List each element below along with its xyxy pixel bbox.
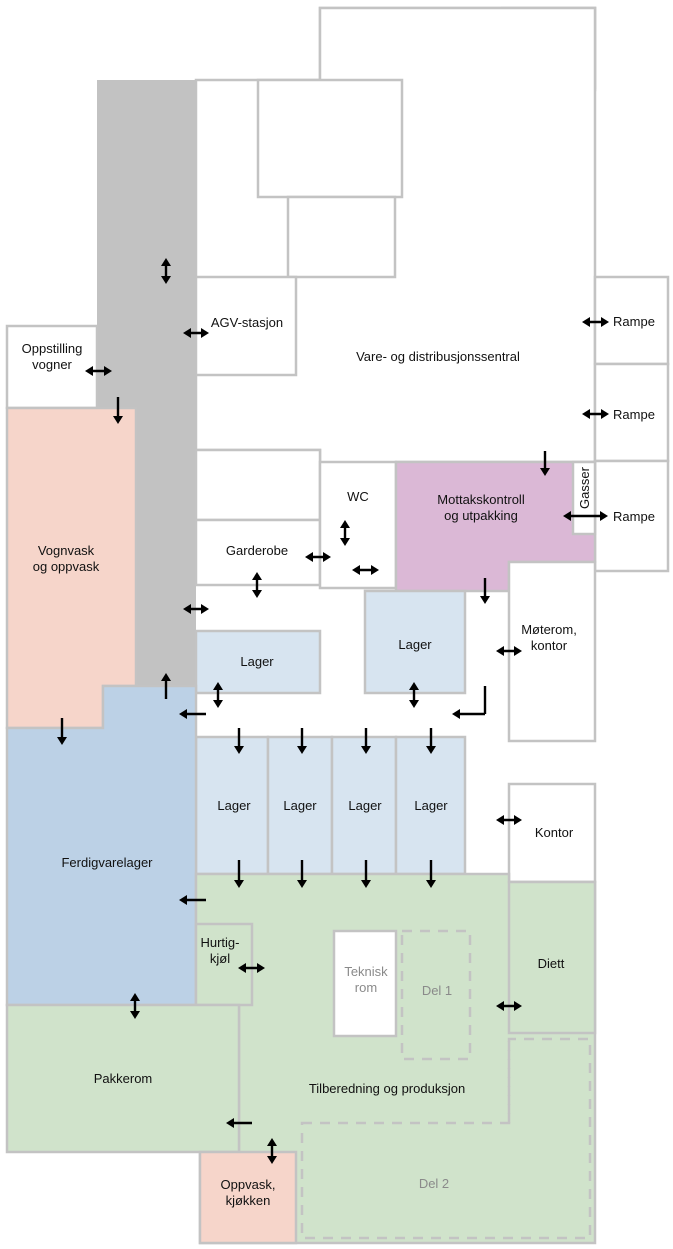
- label-lager-b: Lager: [398, 637, 432, 652]
- label-lager-c3: Lager: [348, 798, 382, 813]
- label-lager-c2: Lager: [283, 798, 317, 813]
- arrow-down-icon: [234, 728, 244, 754]
- double-arrow-horizontal-icon: [183, 328, 209, 338]
- arrow-down-icon: [297, 728, 307, 754]
- room-lager-c4[interactable]: [394, 735, 467, 876]
- arrow-elbow-left-icon: [452, 686, 487, 719]
- room-lager-b[interactable]: [363, 589, 467, 695]
- room-unnamed-white[interactable]: [194, 448, 322, 522]
- label-garderobe: Garderobe: [226, 543, 288, 558]
- arrow-down-icon: [297, 860, 307, 888]
- arrow-down-icon: [426, 728, 436, 754]
- arrow-left-icon: [226, 1118, 252, 1128]
- double-arrow-vertical-icon: [252, 572, 262, 598]
- arrow-down-icon: [361, 728, 371, 754]
- arrow-down-icon: [426, 860, 436, 888]
- double-arrow-horizontal-icon: [352, 565, 379, 575]
- label-rampe-2: Rampe: [613, 407, 655, 422]
- room-ferdigvarelager[interactable]: [5, 684, 198, 1007]
- room-oppvask-kjokken[interactable]: [198, 1150, 298, 1245]
- room-lager-c3[interactable]: [330, 735, 398, 876]
- label-hurtigkjol: Hurtig-kjøl: [200, 935, 239, 966]
- arrow-down-icon: [361, 860, 371, 888]
- arrow-left-icon: [179, 895, 206, 905]
- double-arrow-horizontal-icon: [305, 552, 331, 562]
- label-agv: AGV-stasjon: [211, 315, 283, 330]
- double-arrow-vertical-icon: [130, 993, 140, 1019]
- room-teknisk-rom[interactable]: [332, 929, 398, 1038]
- flow-arrows: [57, 258, 609, 1164]
- room-rampe-1[interactable]: [593, 275, 670, 366]
- room-diett[interactable]: [507, 880, 597, 1035]
- double-arrow-horizontal-icon: [496, 646, 522, 656]
- arrow-down-icon: [234, 860, 244, 888]
- label-wc: WC: [347, 489, 369, 504]
- arrow-down-icon: [540, 451, 550, 476]
- label-rampe-3: Rampe: [613, 509, 655, 524]
- label-del-1: Del 1: [422, 983, 452, 998]
- zone-del-1: [400, 929, 472, 1061]
- double-arrow-horizontal-icon: [496, 815, 522, 825]
- label-tilberedning: Tilberedning og produksjon: [309, 1081, 465, 1096]
- double-arrow-horizontal-icon: [183, 604, 209, 614]
- room-upper-box[interactable]: [256, 78, 404, 199]
- room-agv-stasjon[interactable]: [194, 275, 298, 377]
- label-oppvask-kjokken: Oppvask,kjøkken: [221, 1177, 276, 1208]
- double-arrow-vertical-icon: [409, 682, 419, 708]
- label-kontor: Kontor: [535, 825, 574, 840]
- label-del-2: Del 2: [419, 1176, 449, 1191]
- label-vare: Vare- og distribusjonssentral: [356, 349, 520, 364]
- double-arrow-horizontal-icon: [563, 511, 608, 521]
- label-lager-c4: Lager: [414, 798, 448, 813]
- double-arrow-horizontal-icon: [582, 409, 609, 419]
- label-lager-a: Lager: [240, 654, 274, 669]
- double-arrow-vertical-icon: [267, 1138, 277, 1164]
- room-rampe-2[interactable]: [593, 362, 670, 463]
- room-hurtigkjol[interactable]: [194, 922, 254, 1007]
- double-arrow-vertical-icon: [161, 258, 171, 284]
- arrow-down-icon: [113, 397, 123, 424]
- arrow-down-icon: [57, 718, 67, 745]
- label-ferdigvare: Ferdigvarelager: [61, 855, 153, 870]
- room-lager-a[interactable]: [194, 629, 322, 695]
- room-pakkerom[interactable]: [5, 1003, 241, 1154]
- arrow-left-icon: [179, 709, 206, 719]
- label-rampe-1: Rampe: [613, 314, 655, 329]
- double-arrow-horizontal-icon: [582, 317, 609, 327]
- label-gasser: Gasser: [577, 466, 592, 509]
- label-lager-c1: Lager: [217, 798, 251, 813]
- label-diett: Diett: [538, 956, 565, 971]
- label-pakkerom: Pakkerom: [94, 1071, 153, 1086]
- room-mid-box[interactable]: [286, 195, 397, 279]
- double-arrow-horizontal-icon: [238, 963, 265, 973]
- double-arrow-vertical-icon: [340, 520, 350, 546]
- double-arrow-horizontal-icon: [85, 366, 112, 376]
- double-arrow-vertical-icon: [213, 682, 223, 708]
- double-arrow-horizontal-icon: [496, 1001, 522, 1011]
- arrow-up-icon: [161, 673, 171, 699]
- arrow-down-icon: [480, 578, 490, 604]
- label-moterom: Møterom,kontor: [521, 622, 577, 653]
